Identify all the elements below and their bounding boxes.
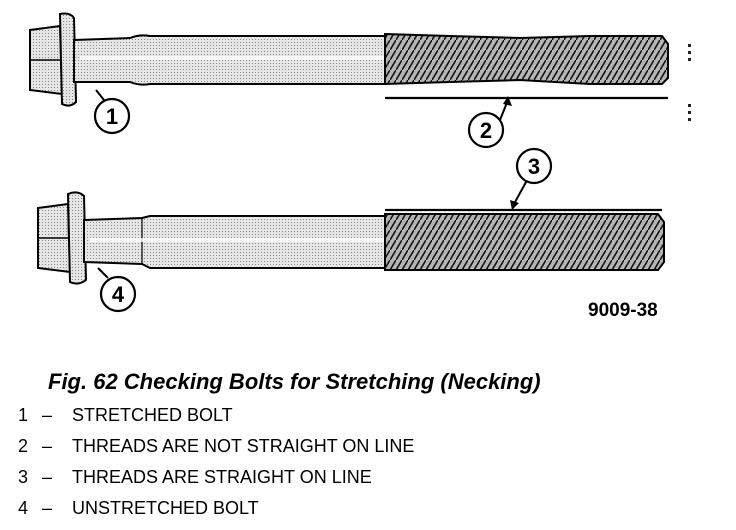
- legend-number: 3: [18, 467, 29, 487]
- svg-text:2: 2: [480, 118, 492, 143]
- legend: 1 – STRETCHED BOLT 2 – THREADS ARE NOT S…: [18, 405, 414, 529]
- legend-dash: –: [42, 467, 53, 487]
- straight-threads: [384, 213, 665, 271]
- bolt-head: [37, 191, 88, 285]
- callout-1: 1: [93, 89, 131, 135]
- legend-item: 4 – UNSTRETCHED BOLT: [18, 498, 414, 529]
- margin-marks: [688, 104, 691, 125]
- legend-text: UNSTRETCHED BOLT: [72, 498, 259, 518]
- figure-code: 9009-38: [588, 300, 658, 321]
- necked-threads: [384, 32, 669, 86]
- legend-item: 2 – THREADS ARE NOT STRAIGHT ON LINE: [18, 436, 414, 467]
- unstretched-bolt: [37, 191, 665, 285]
- svg-text:4: 4: [112, 282, 125, 307]
- bolt-head: [29, 12, 78, 107]
- callout-2: 2: [467, 96, 512, 149]
- stretched-bolt: [29, 12, 669, 107]
- callout-4: 4: [97, 267, 137, 313]
- legend-dash: –: [42, 436, 53, 456]
- legend-dash: –: [42, 498, 53, 518]
- legend-dash: –: [42, 405, 53, 425]
- legend-number: 4: [18, 498, 29, 518]
- legend-number: 1: [18, 405, 29, 425]
- legend-text: STRETCHED BOLT: [72, 405, 233, 425]
- svg-text:3: 3: [528, 154, 540, 179]
- legend-text: THREADS ARE NOT STRAIGHT ON LINE: [72, 436, 415, 456]
- legend-number: 2: [18, 436, 29, 456]
- legend-item: 3 – THREADS ARE STRAIGHT ON LINE: [18, 467, 414, 498]
- legend-item: 1 – STRETCHED BOLT: [18, 405, 414, 436]
- legend-text: THREADS ARE STRAIGHT ON LINE: [72, 467, 372, 487]
- svg-text:1: 1: [106, 104, 118, 129]
- bolt-diagram: 1 2 3 4: [29, 12, 669, 313]
- callout-3: 3: [510, 147, 553, 210]
- figure-caption: Fig. 62 Checking Bolts for Stretching (N…: [48, 369, 541, 394]
- margin-marks: [688, 44, 691, 65]
